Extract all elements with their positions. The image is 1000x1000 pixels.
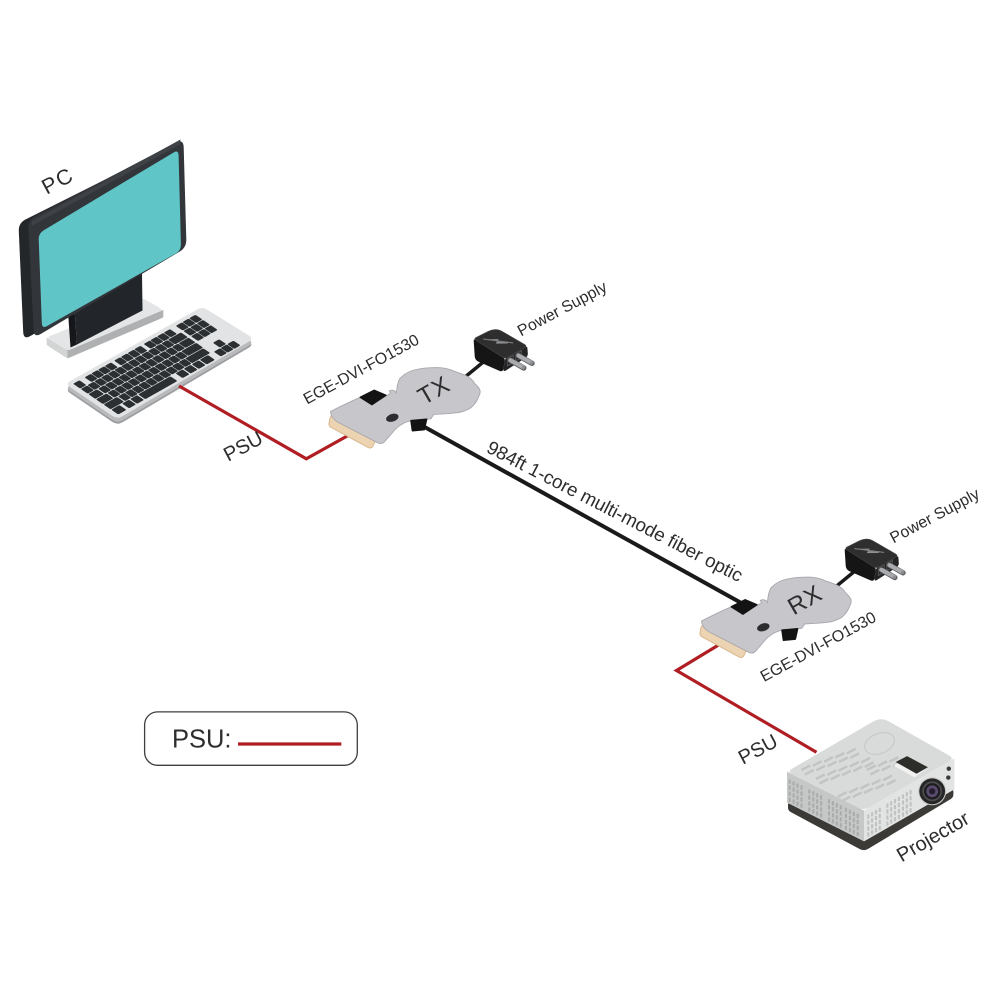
- svg-text:984ft 1-core multi-mode fiber: 984ft 1-core multi-mode fiber optic: [484, 437, 747, 586]
- svg-text:PSU:: PSU:: [172, 726, 232, 754]
- svg-text:Power Supply: Power Supply: [887, 486, 982, 547]
- svg-text:Power Supply: Power Supply: [515, 279, 610, 340]
- svg-text:PC: PC: [38, 163, 78, 200]
- svg-text:PSU: PSU: [735, 731, 782, 770]
